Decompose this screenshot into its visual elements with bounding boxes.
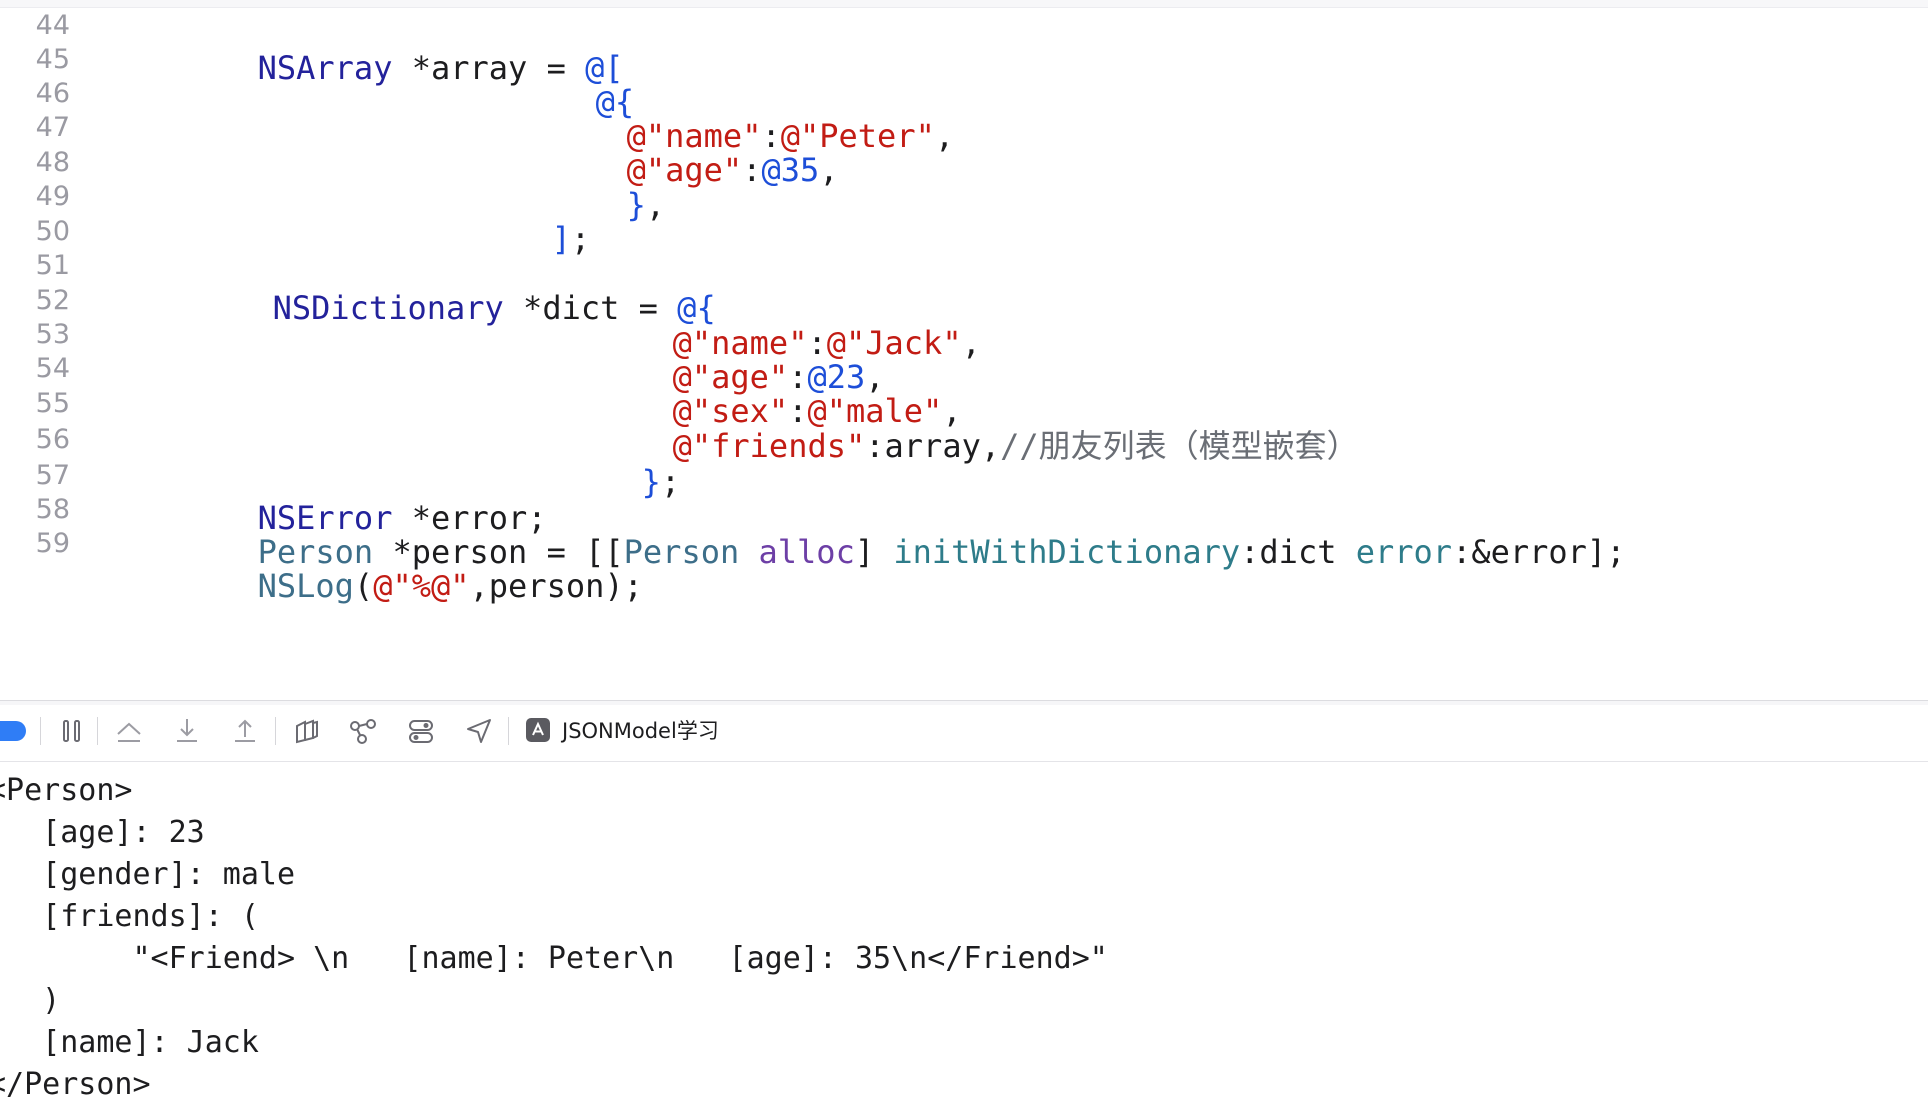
line-number[interactable]: 44 (35, 10, 70, 41)
code-line[interactable]: 44 NSArray *array = @[ (0, 5, 1928, 87)
code-text[interactable]: NSDictionary *dict = @{ (272, 289, 716, 327)
code-text[interactable]: @"friends":array,//朋友列表（模型嵌套） (672, 427, 1359, 465)
toolbar-divider (97, 717, 98, 745)
line-number[interactable]: 53 (35, 319, 70, 350)
step-over-icon[interactable] (112, 714, 146, 748)
code-line[interactable]: 57 NSError *error; (0, 455, 1928, 537)
code-text[interactable]: NSError *error; (257, 499, 547, 537)
code-text[interactable]: @{ (595, 83, 635, 121)
line-number[interactable]: 47 (35, 112, 70, 143)
code-line[interactable]: 55 @"friends":array,//朋友列表（模型嵌套） (0, 383, 1928, 465)
line-number[interactable]: 57 (35, 460, 70, 491)
pause-continue-icon[interactable] (55, 714, 89, 748)
console-line: </Person> (0, 1067, 151, 1102)
view-hierarchy-icon[interactable] (289, 714, 323, 748)
code-text[interactable]: @"age":@35, (626, 151, 839, 189)
source-editor[interactable]: 44 NSArray *array = @[ 45 @{ 46 @"name":… (0, 0, 1928, 700)
line-number[interactable]: 56 (35, 424, 70, 455)
console-line: [gender]: male (0, 857, 296, 892)
code-text[interactable]: }; (641, 463, 681, 501)
code-text[interactable]: }, (626, 186, 666, 224)
code-line[interactable]: 54 @"sex":@"male", (0, 348, 1928, 430)
console-line: "<Friend> \n [name]: Peter\n [age]: 35\n… (0, 941, 1108, 976)
code-text[interactable]: @"name":@"Peter", (626, 117, 955, 155)
console-line: ) (42, 983, 61, 1018)
console-line: <Person> (0, 773, 133, 808)
code-line[interactable]: 51 NSDictionary *dict = @{ (0, 245, 1928, 327)
line-number[interactable]: 50 (35, 216, 70, 247)
memory-graph-icon[interactable] (346, 714, 380, 748)
code-text[interactable]: @"sex":@"male", (672, 392, 962, 430)
simulate-location-icon[interactable] (462, 714, 496, 748)
console-line: [name]: Jack (0, 1025, 259, 1060)
code-text[interactable]: @"name":@"Jack", (672, 324, 981, 362)
code-line[interactable]: 47 @"age":@35, (0, 107, 1928, 189)
code-line[interactable]: 53 @"age":@23, (0, 314, 1928, 396)
breakpoints-toggle-icon[interactable] (0, 721, 26, 741)
code-text[interactable]: NSArray *array = @[ (257, 49, 624, 87)
code-line[interactable]: 48 }, (0, 142, 1928, 224)
line-number[interactable]: 49 (35, 181, 70, 212)
line-number[interactable]: 46 (35, 78, 70, 109)
toolbar-divider (508, 717, 509, 745)
debug-console[interactable]: <Person> [age]: 23 [gender]: male [frien… (0, 762, 1928, 1110)
code-line[interactable]: 58 Person *person = [[Person alloc] init… (0, 489, 1928, 571)
code-text[interactable]: Person *person = [[Person alloc] initWit… (257, 533, 1626, 571)
line-number[interactable]: 58 (35, 494, 70, 525)
code-text[interactable]: ]; (551, 220, 591, 258)
line-number[interactable]: 48 (35, 147, 70, 178)
console-line: [friends]: ( (0, 899, 259, 934)
code-line[interactable]: 45 @{ (0, 39, 1928, 121)
code-line[interactable]: 49 ]; (0, 176, 1928, 258)
console-line: [age]: 23 (0, 815, 205, 850)
environment-overrides-icon[interactable] (404, 714, 438, 748)
toolbar-divider (275, 717, 276, 745)
step-into-icon[interactable] (170, 714, 204, 748)
code-line[interactable]: 59 NSLog(@"%@",person); (0, 523, 1928, 605)
line-number[interactable]: 55 (35, 388, 70, 419)
code-line[interactable]: 46 @"name":@"Peter", (0, 73, 1928, 155)
line-number[interactable]: 51 (35, 250, 70, 281)
scheme-label: JSONModel学习 (562, 719, 719, 743)
app-target-icon (526, 718, 550, 742)
line-number[interactable]: 45 (35, 44, 70, 75)
line-number[interactable]: 52 (35, 285, 70, 316)
code-line[interactable]: 56 }; (0, 419, 1928, 501)
line-number[interactable]: 59 (35, 528, 70, 559)
editor-top-edge (0, 0, 1928, 8)
toolbar-divider (40, 717, 41, 745)
step-out-icon[interactable] (228, 714, 262, 748)
line-number[interactable]: 54 (35, 353, 70, 384)
debug-toolbar: JSONModel学习 (0, 700, 1928, 762)
code-text[interactable]: NSLog(@"%@",person); (257, 567, 643, 605)
code-line[interactable]: 50 (0, 211, 1928, 253)
code-line[interactable]: 52 @"name":@"Jack", (0, 280, 1928, 362)
code-text[interactable]: @"age":@23, (672, 358, 885, 396)
